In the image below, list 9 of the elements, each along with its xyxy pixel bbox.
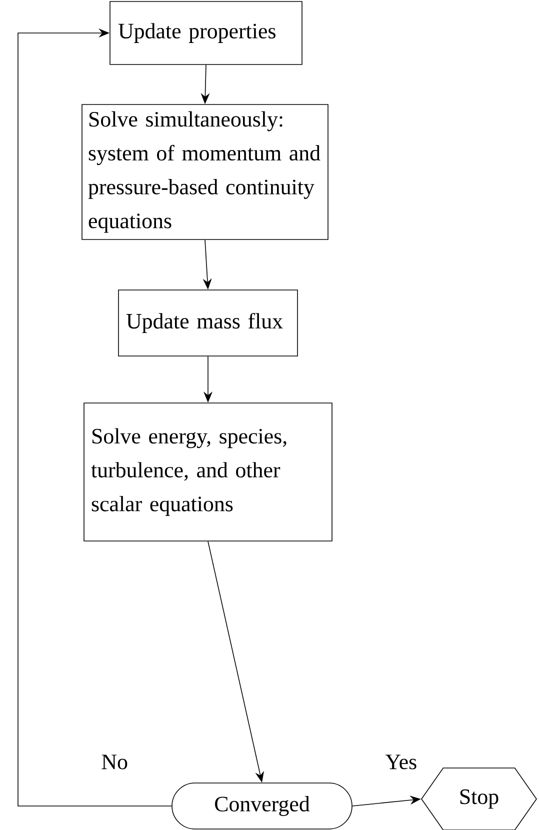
stop-hexagon: Stop: [421, 768, 537, 830]
process-box: Solve simultaneously: system of momentum and pressure-based continuity equations: [82, 104, 328, 240]
edge-label: Yes: [384, 754, 418, 770]
decision-terminal: Converged: [172, 782, 352, 830]
process-box: Update mass flux: [118, 290, 298, 356]
process-box: Update properties: [110, 1, 302, 65]
arrow: [18, 28, 172, 806]
process-box: Solve energy, species, turbulence, and other scalar equations: [84, 402, 332, 542]
edge-label: No: [100, 754, 129, 770]
